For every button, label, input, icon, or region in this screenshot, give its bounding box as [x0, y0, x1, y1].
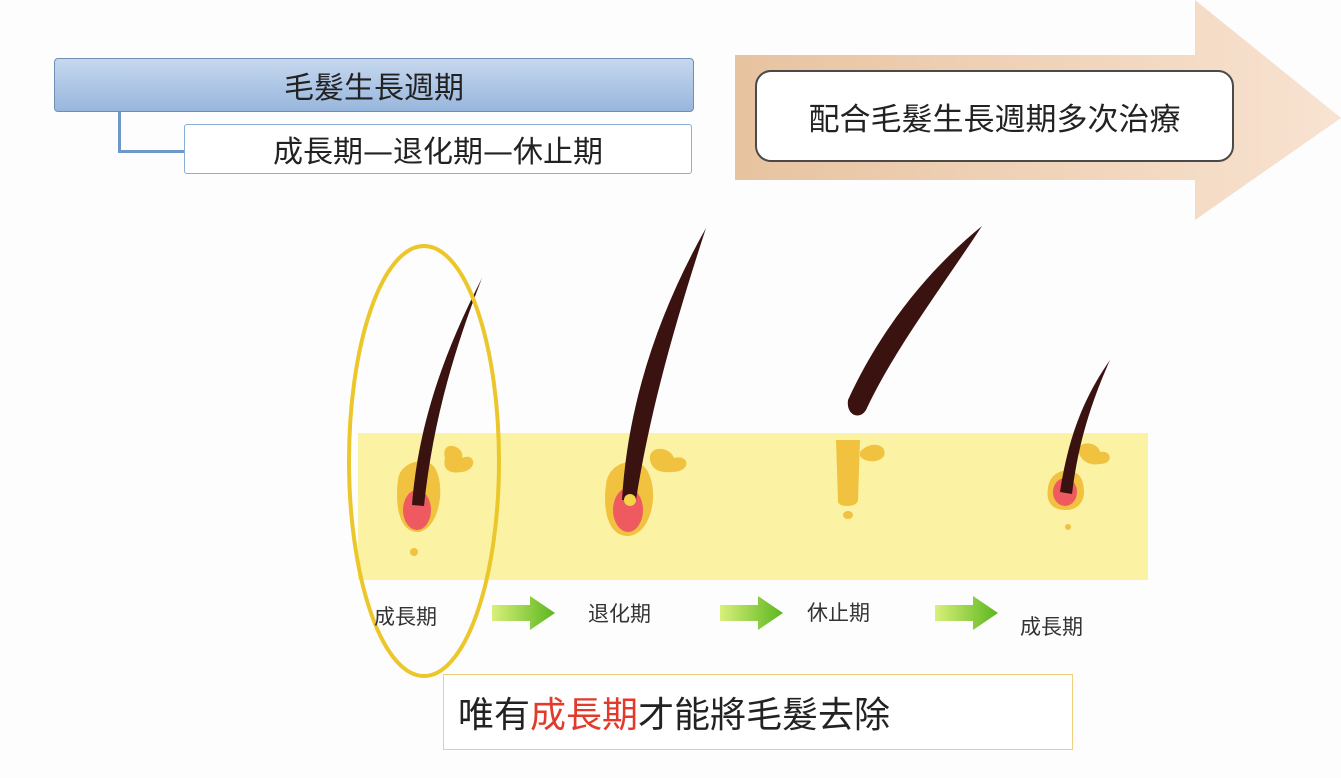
stage-label-catagen: 退化期 [588, 602, 651, 626]
follicle-anagen-1 [397, 278, 482, 556]
stage-arrow-3 [935, 596, 998, 630]
stage-label-anagen: 成長期 [374, 605, 437, 629]
follicle-anagen-2 [1047, 360, 1110, 530]
stage-arrow-2 [720, 596, 783, 630]
stage-label-anagen-new: 成長期 [1020, 615, 1083, 639]
page-title: 毛髮生長週期 [54, 58, 694, 112]
note-highlight: 成長期 [530, 695, 639, 736]
follicle-telogen [836, 226, 982, 519]
anagen-highlight-ring [347, 244, 501, 678]
note-prefix: 唯有 [458, 695, 531, 736]
skin-layer [358, 433, 1148, 580]
follicle-catagen [605, 228, 706, 536]
stage-label-telogen: 休止期 [807, 601, 870, 625]
removal-note: 唯有成長期才能將毛髮去除 [443, 674, 1073, 750]
treatment-callout: 配合毛髮生長週期多次治療 [755, 70, 1234, 162]
title-connector-line [118, 110, 187, 153]
cycle-sequence-label: 成長期—退化期—休止期 [184, 124, 692, 174]
note-suffix: 才能將毛髮去除 [638, 695, 891, 736]
stage-arrow-1 [492, 596, 555, 630]
